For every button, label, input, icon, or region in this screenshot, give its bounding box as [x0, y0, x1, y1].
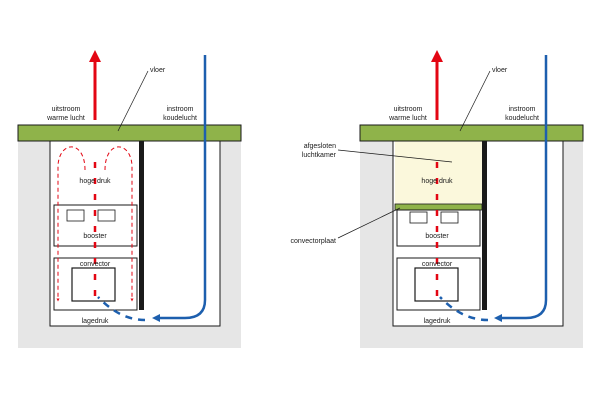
- divider-wall: [482, 141, 487, 310]
- outflow-label-2: warme lucht: [46, 115, 85, 122]
- recirculation-right: [104, 146, 134, 302]
- convector-element: [71, 267, 116, 302]
- inflow-label-1: instroom: [509, 106, 536, 113]
- outflow-label-1: uitstroom: [52, 106, 81, 113]
- cold-air-dashes: [439, 296, 489, 322]
- booster-label: booster: [83, 233, 107, 240]
- booster-fan-left: [66, 209, 85, 222]
- outflow-label-1: uitstroom: [394, 106, 423, 113]
- outflow-label-2: warme lucht: [388, 115, 427, 122]
- plate-label: convectorplaat: [290, 238, 336, 245]
- low-pressure-label: lagedruk: [424, 318, 451, 325]
- inflow-label-2: koudelucht: [163, 115, 197, 122]
- chamber-pointer: [337, 149, 453, 163]
- cold-air-dashes: [97, 296, 146, 322]
- vloer-label: vloer: [150, 67, 166, 74]
- booster-fan-right: [97, 209, 116, 222]
- right-diagram: vloer uitstroom warme lucht instroom kou…: [290, 50, 584, 348]
- cold-air-line: [493, 55, 548, 323]
- floor-bar: [17, 124, 242, 142]
- convector-label: convector: [422, 261, 453, 268]
- booster-fan-left: [409, 211, 428, 224]
- high-pressure-label: hoge druk: [79, 178, 111, 185]
- convector-label: convector: [80, 261, 111, 268]
- floor-bar: [359, 124, 584, 142]
- booster-unit: [396, 209, 481, 247]
- booster-label: booster: [425, 233, 449, 240]
- booster-fan-right: [440, 211, 459, 224]
- low-pressure-label: lagedruk: [82, 318, 109, 325]
- chamber-label-1: afgesloten: [304, 143, 336, 150]
- left-diagram: vloer uitstroom warme lucht instroom kou…: [17, 50, 242, 348]
- high-pressure-label: hoge druk: [421, 178, 453, 185]
- inflow-label-1: instroom: [167, 106, 194, 113]
- chamber-label-2: luchtkamer: [302, 152, 337, 159]
- recirculation-left: [56, 146, 86, 302]
- vloer-pointer: [117, 70, 149, 132]
- sealed-chamber: [395, 141, 482, 205]
- convector-plate: [394, 203, 483, 211]
- vloer-pointer: [459, 70, 491, 132]
- inflow-label-2: koudelucht: [505, 115, 539, 122]
- plate-pointer: [337, 207, 401, 239]
- vloer-label: vloer: [492, 67, 508, 74]
- divider-wall: [139, 141, 144, 310]
- cold-air-line: [151, 55, 207, 323]
- convector-element: [414, 267, 459, 302]
